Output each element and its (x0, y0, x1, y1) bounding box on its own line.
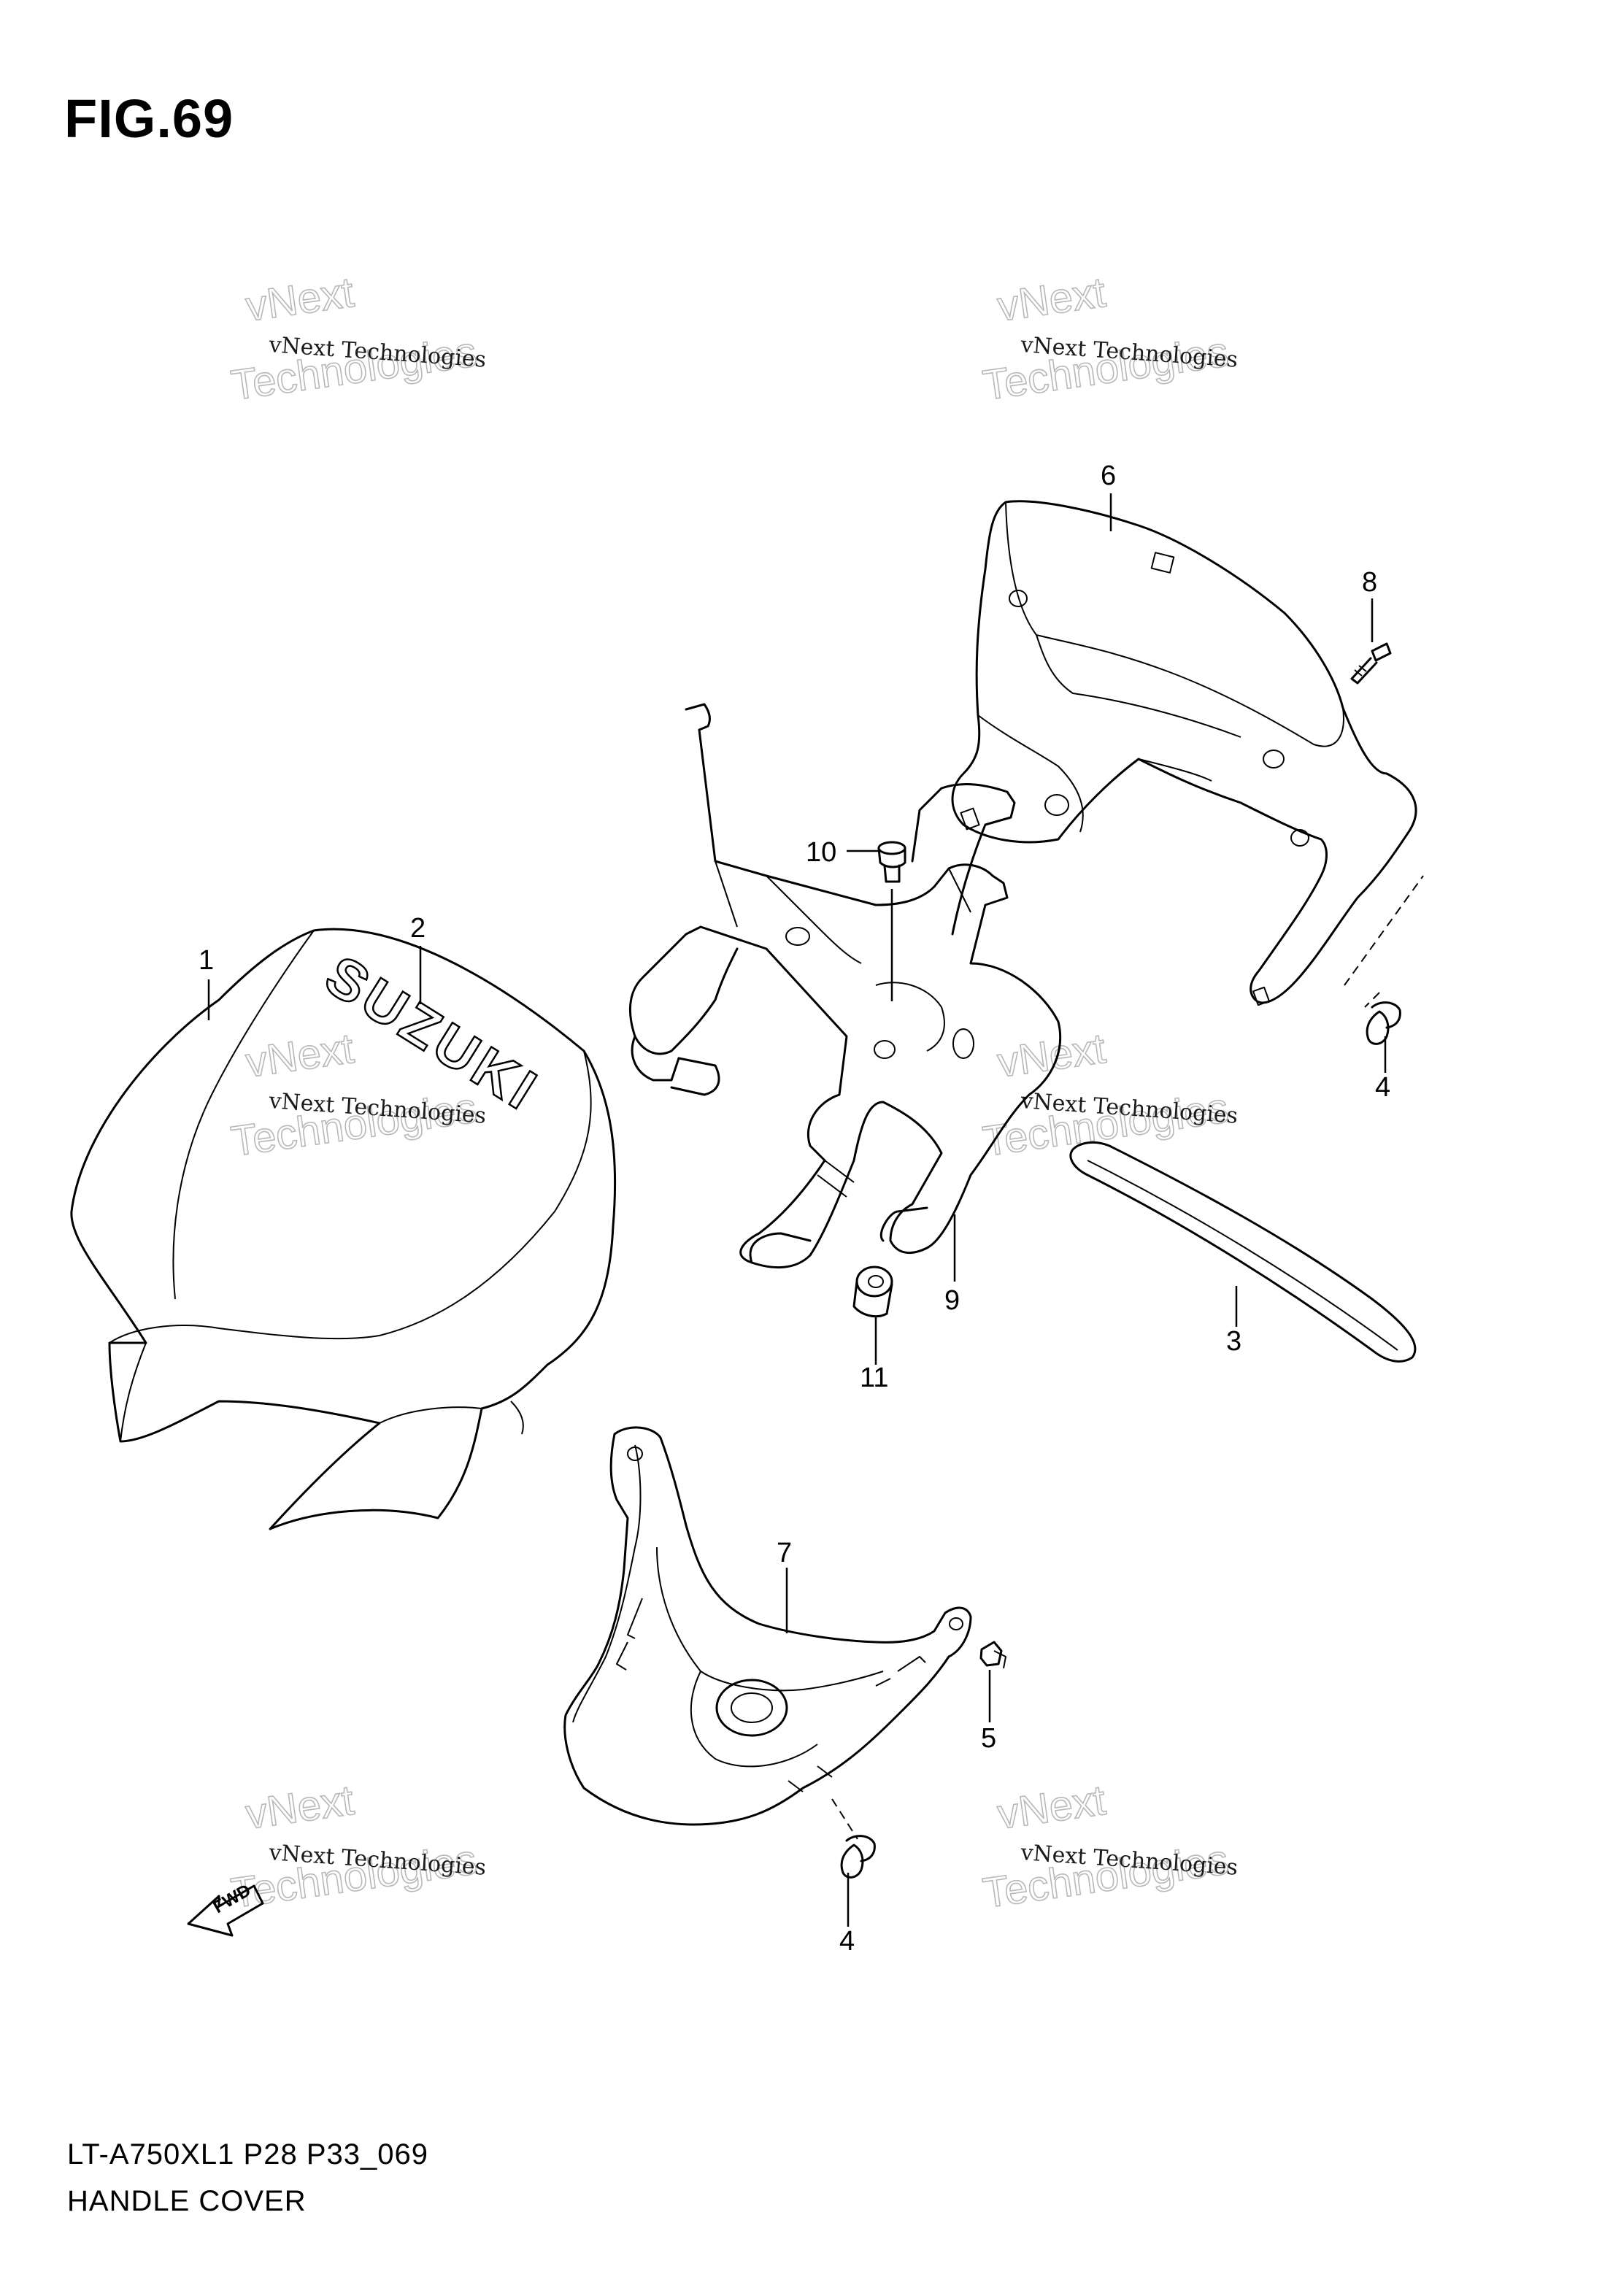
callout-1: 1 (199, 945, 214, 976)
callout-5: 5 (981, 1723, 996, 1754)
rivet-part-5 (979, 1641, 1006, 1669)
callout-9: 9 (944, 1285, 960, 1316)
watermark-brand: vNext (995, 269, 1109, 331)
watermark: vNext Technologies vNext Technologies (979, 268, 1239, 410)
leader-lines (207, 493, 1387, 1927)
callout-8: 8 (1362, 567, 1377, 598)
figure-title: FIG.69 (64, 88, 234, 149)
watermark: vNext Technologies vNext Technologies (979, 1776, 1239, 1918)
watermark: vNext Technologies vNext Technologies (228, 1024, 487, 1166)
callout-labels: 1 2 3 4 4 5 6 7 8 9 10 11 (199, 461, 1390, 1957)
watermark-brand: vNext (995, 1025, 1109, 1087)
watermark-brand: vNext (243, 1025, 357, 1087)
grommet-part-11 (852, 1266, 893, 1318)
callout-4-lower: 4 (839, 1926, 855, 1957)
handle-cover-bracket (628, 703, 1062, 1269)
callout-4-upper: 4 (1375, 1072, 1390, 1103)
watermark-brand: vNext (243, 1776, 357, 1838)
callout-11: 11 (860, 1363, 888, 1393)
callout-2: 2 (410, 913, 426, 944)
watermark: vNext Technologies vNext Technologies (228, 268, 487, 410)
lower-cover (563, 1426, 972, 1840)
handle-cover-front (70, 928, 617, 1530)
upper-rear-cover (951, 500, 1424, 1008)
watermark-brand: vNext (995, 1776, 1109, 1838)
callout-10: 10 (806, 837, 836, 868)
seal-strip (1069, 1141, 1417, 1363)
screw-part-8 (1350, 642, 1392, 685)
callout-3: 3 (1226, 1326, 1241, 1357)
watermark-brand: vNext (243, 269, 357, 331)
callout-6: 6 (1101, 461, 1116, 491)
bolt-part-10 (877, 841, 906, 883)
clip-part-4-lower (840, 1835, 876, 1879)
watermark: vNext Technologies vNext Technologies (228, 1776, 487, 1918)
clip-part-4-upper (1366, 1001, 1401, 1045)
figure-code: LT-A750XL1 P28 P33_069 (67, 2138, 428, 2170)
callout-7: 7 (777, 1538, 792, 1568)
figure-name: HANDLE COVER (67, 2185, 307, 2217)
watermark: vNext Technologies vNext Technologies (979, 1024, 1239, 1166)
